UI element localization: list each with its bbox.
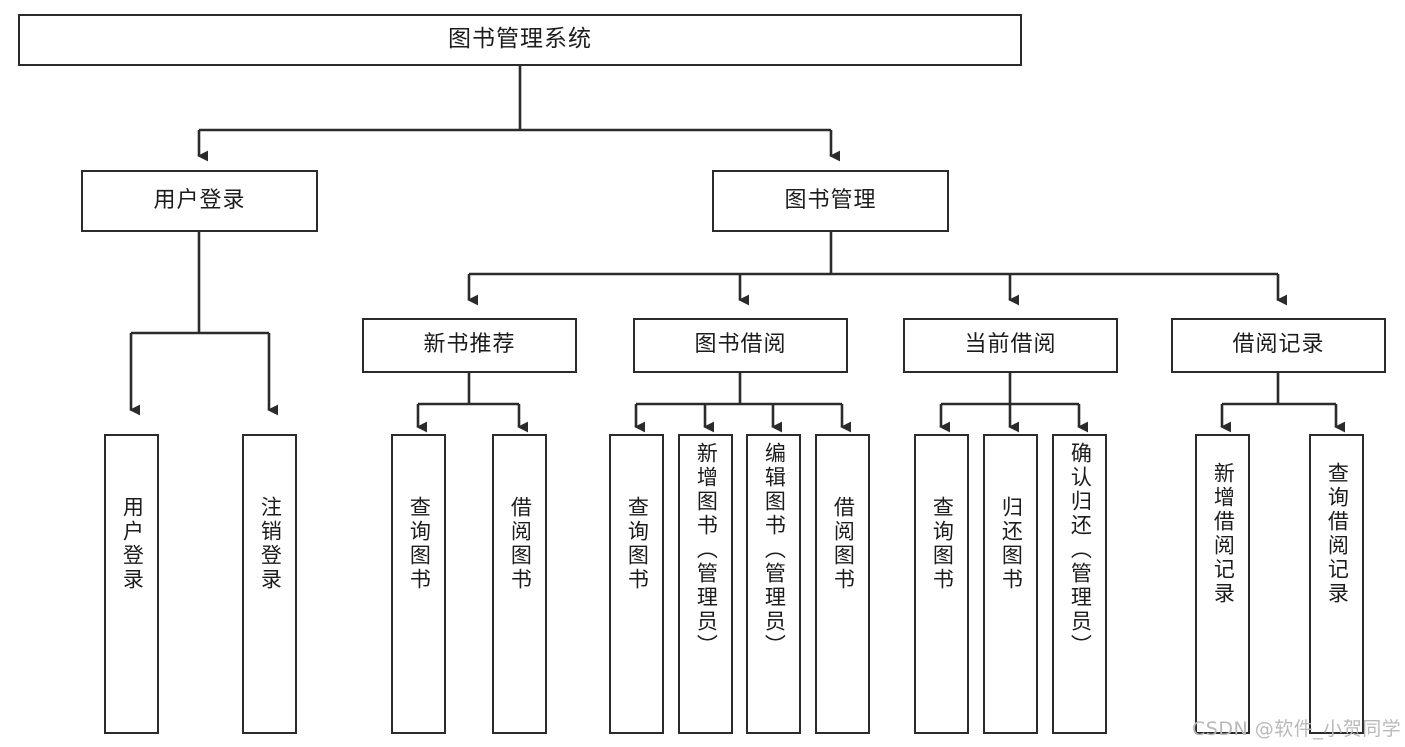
node-leaf-query-book-2[interactable]: 查询图书: [609, 434, 664, 734]
node-leaf-query-book-1-label: 查询图书: [407, 496, 432, 592]
node-current-borrow-label: 当前借阅: [964, 332, 1057, 358]
node-leaf-add-book-label: 新增图书（管理员）: [694, 442, 719, 658]
node-root-label: 图书管理系统: [448, 26, 592, 53]
csdn-watermark: CSDN @软件_小贺同学: [1192, 718, 1402, 740]
node-new-book-rec-label: 新书推荐: [423, 332, 516, 358]
node-leaf-edit-book[interactable]: 编辑图书（管理员）: [746, 434, 801, 734]
node-leaf-return-book-label: 归还图书: [999, 496, 1024, 592]
node-leaf-add-book[interactable]: 新增图书（管理员）: [678, 434, 733, 734]
node-leaf-borrow-book-2-label: 借阅图书: [831, 496, 856, 592]
node-current-borrow[interactable]: 当前借阅: [903, 318, 1118, 373]
node-user-login[interactable]: 用户登录: [81, 170, 318, 232]
node-borrow-record[interactable]: 借阅记录: [1171, 318, 1386, 373]
node-leaf-user-login[interactable]: 用户登录: [104, 434, 159, 734]
node-borrow-record-label: 借阅记录: [1232, 332, 1325, 358]
node-leaf-query-book-3[interactable]: 查询图书: [914, 434, 969, 734]
node-book-borrow-label: 图书借阅: [694, 332, 787, 358]
node-leaf-borrow-book-1-label: 借阅图书: [508, 496, 533, 592]
node-leaf-query-book-2-label: 查询图书: [625, 496, 650, 592]
node-book-manage-label: 图书管理: [784, 187, 877, 213]
node-leaf-borrow-book-1[interactable]: 借阅图书: [492, 434, 547, 734]
node-book-borrow[interactable]: 图书借阅: [633, 318, 848, 373]
node-leaf-return-book[interactable]: 归还图书: [983, 434, 1038, 734]
node-new-book-rec[interactable]: 新书推荐: [362, 318, 577, 373]
node-leaf-add-record-label: 新增借阅记录: [1211, 462, 1236, 606]
node-leaf-user-login-label: 用户登录: [120, 496, 145, 592]
node-user-login-label: 用户登录: [153, 187, 246, 213]
node-leaf-query-book-1[interactable]: 查询图书: [391, 434, 446, 734]
node-leaf-confirm-return-label: 确认归还（管理员）: [1068, 442, 1093, 658]
node-root[interactable]: 图书管理系统: [18, 14, 1022, 66]
node-leaf-edit-book-label: 编辑图书（管理员）: [762, 442, 787, 658]
node-leaf-user-logout-label: 注销登录: [258, 496, 283, 592]
node-leaf-user-logout[interactable]: 注销登录: [242, 434, 297, 734]
node-leaf-borrow-book-2[interactable]: 借阅图书: [815, 434, 870, 734]
node-leaf-confirm-return[interactable]: 确认归还（管理员）: [1052, 434, 1107, 734]
node-leaf-query-book-3-label: 查询图书: [930, 496, 955, 592]
node-leaf-query-record-label: 查询借阅记录: [1325, 462, 1350, 606]
node-leaf-add-record[interactable]: 新增借阅记录: [1195, 434, 1250, 734]
node-leaf-query-record[interactable]: 查询借阅记录: [1309, 434, 1364, 734]
node-book-manage[interactable]: 图书管理: [712, 170, 949, 232]
